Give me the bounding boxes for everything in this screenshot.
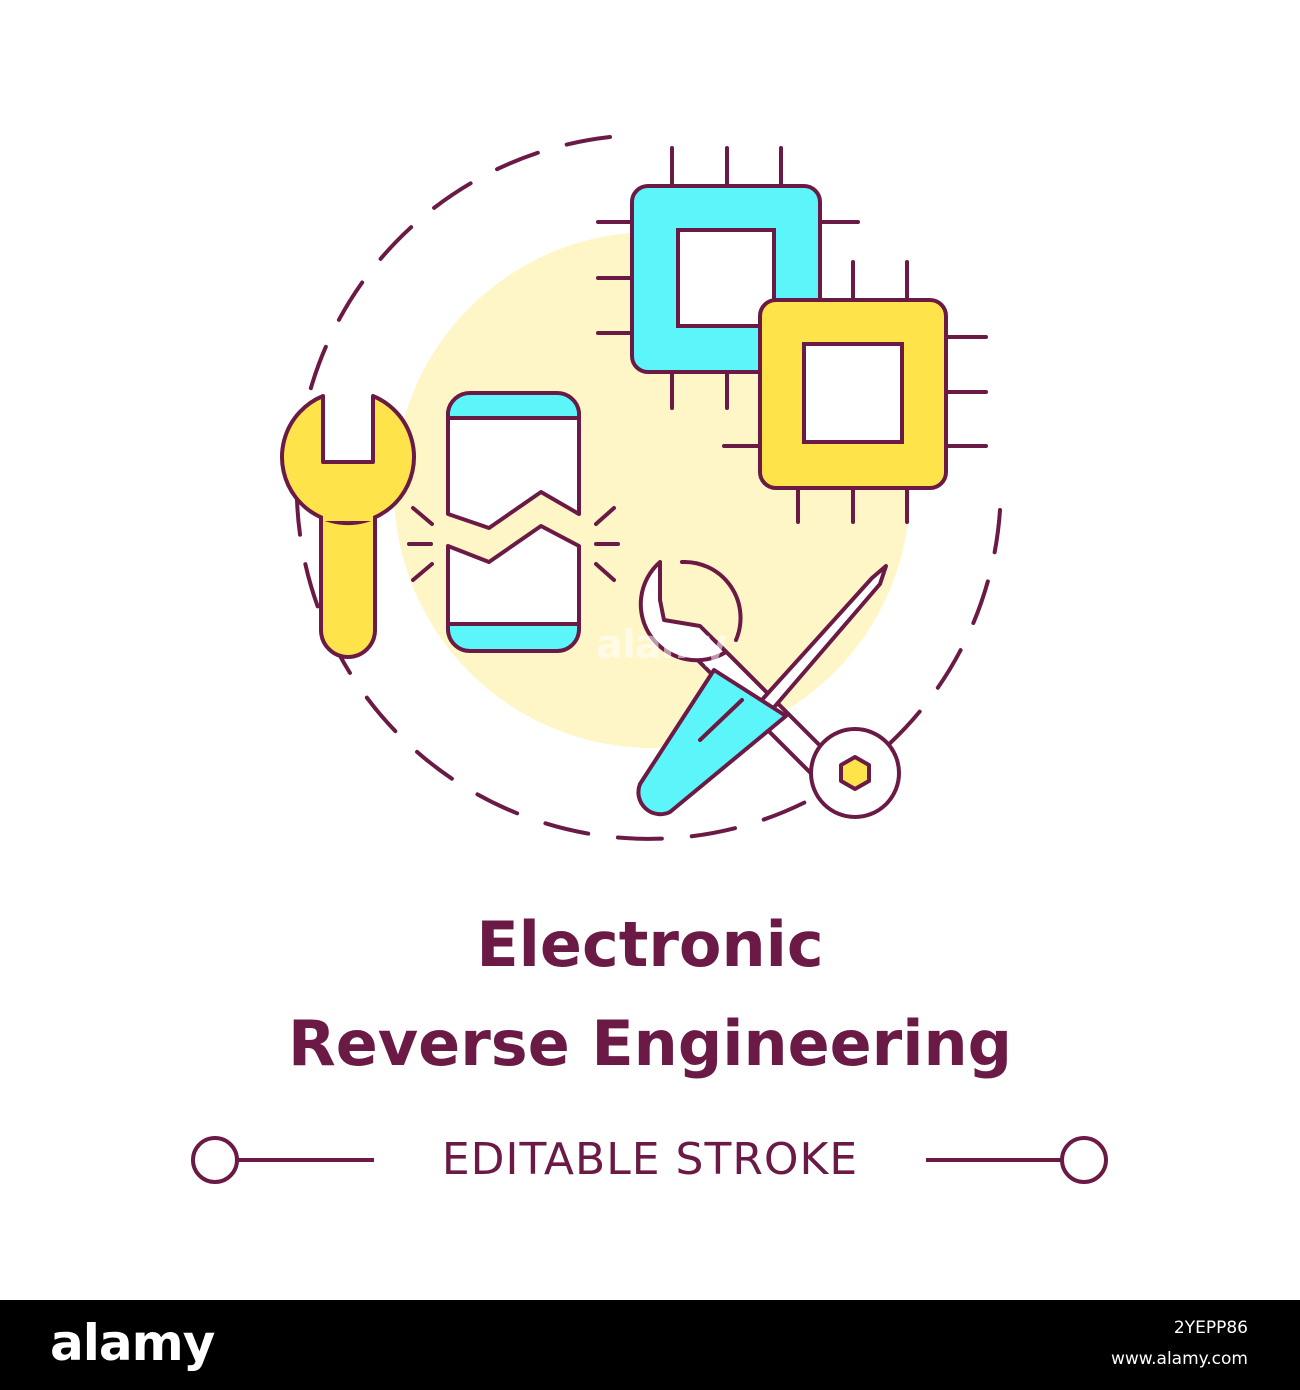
wrench-icon	[280, 394, 416, 659]
illustration: alamy	[280, 135, 1002, 841]
footer-bar: alamy 2YEPP86 www.alamy.com	[0, 1300, 1300, 1390]
editable-stroke-decoration	[191, 1136, 1108, 1184]
right-node-icon	[1060, 1136, 1108, 1184]
wrench-screwdriver-icon	[636, 559, 901, 819]
image-id: 2YEPP86	[1173, 1318, 1248, 1338]
title-line-2: Reverse Engineering	[287, 1007, 1013, 1080]
dashed-ring	[294, 135, 1002, 841]
alamy-logo: alamy	[50, 1314, 215, 1372]
broken-phone-icon	[407, 390, 620, 654]
illustration-svg	[280, 135, 1002, 841]
editable-stroke-label: EDITABLE STROKE	[441, 1134, 859, 1185]
cpu-chip-icon	[722, 260, 988, 524]
watermark: alamy	[596, 622, 727, 668]
title-line-1: Electronic	[476, 908, 824, 981]
site-url: www.alamy.com	[1110, 1349, 1248, 1369]
